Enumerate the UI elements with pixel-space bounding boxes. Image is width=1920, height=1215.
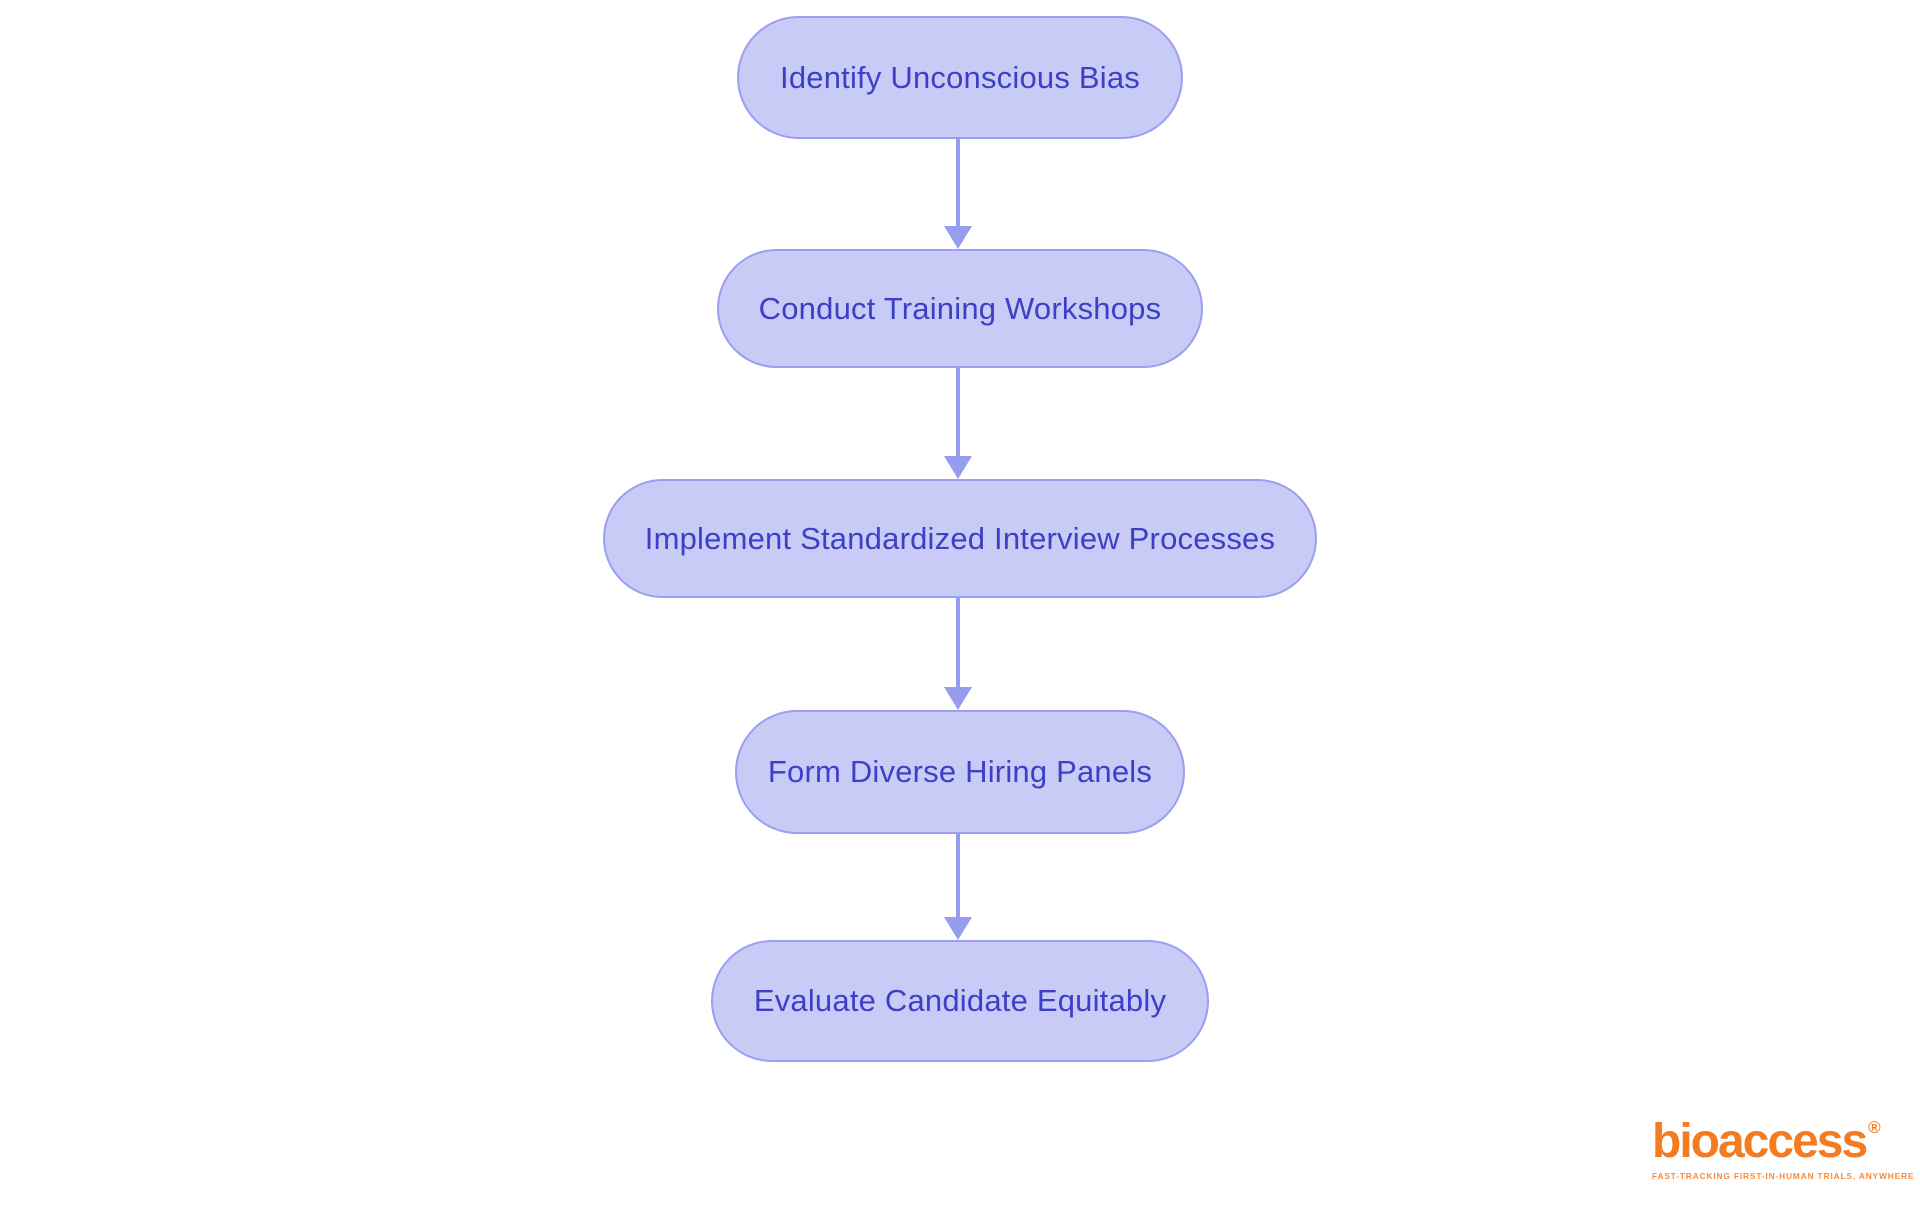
arrow-down-icon [944,139,972,249]
flow-node-label: Evaluate Candidate Equitably [753,983,1167,1018]
flow-node-label: Identify Unconscious Bias [780,59,1140,95]
flow-node-identify-unconscious-bias: Identify Unconscious Bias [737,16,1183,139]
flow-node-form-diverse-hiring-panels: Form Diverse Hiring Panels [735,710,1185,834]
flow-node-label: Form Diverse Hiring Panels [767,754,1153,789]
flow-node-label: Conduct Training Workshops [758,290,1162,326]
arrow-shaft [956,598,960,692]
arrowhead-icon [944,456,972,479]
bioaccess-tagline: FAST-TRACKING FIRST-IN-HUMAN TRIALS, ANY… [1652,1171,1915,1181]
arrowhead-icon [944,917,972,940]
flow-node-evaluate-candidate-equitably: Evaluate Candidate Equitably [711,940,1209,1062]
flow-node-label: Implement Standardized Interview Process… [644,520,1276,556]
bioaccess-wordmark: bioaccess [1652,1115,1868,1168]
arrow-shaft [956,139,960,231]
arrow-down-icon [944,368,972,479]
arrow-down-icon [944,598,972,710]
arrow-shaft [956,368,960,461]
arrow-down-icon [944,834,972,940]
flow-node-implement-standardized-interview-processes: Implement Standardized Interview Process… [603,479,1317,598]
registered-trademark-icon: ® [1868,1118,1881,1137]
arrow-shaft [956,834,960,922]
arrowhead-icon [944,687,972,710]
arrowhead-icon [944,226,972,249]
flow-node-conduct-training-workshops: Conduct Training Workshops [717,249,1203,368]
bioaccess-logo: bioaccess ® FAST-TRACKING FIRST-IN-HUMAN… [1652,1115,1915,1182]
